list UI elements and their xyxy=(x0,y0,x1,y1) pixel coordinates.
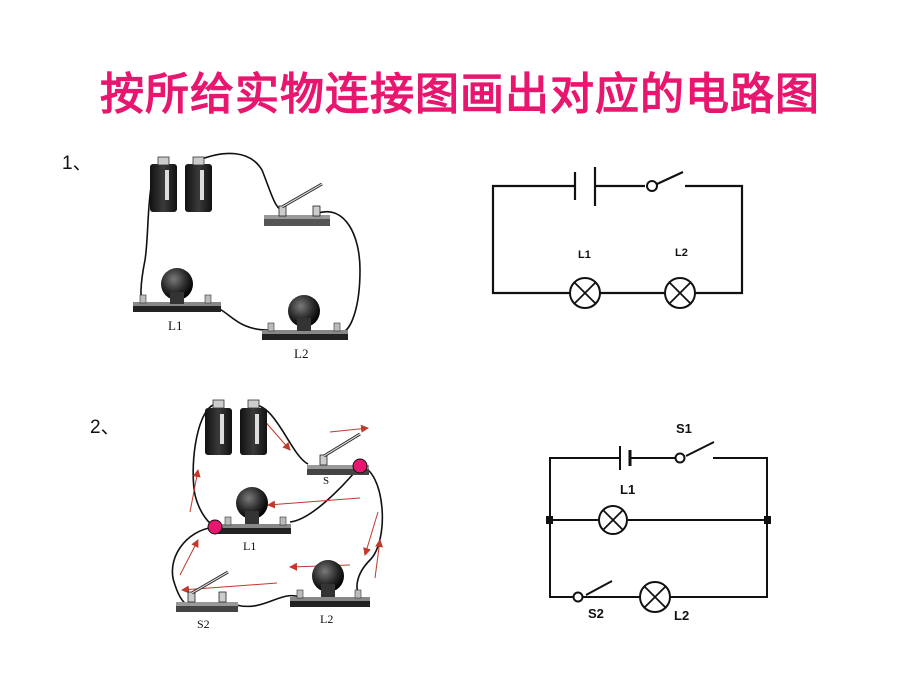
schematic-circuit-2: S1 L1 S2 L2 xyxy=(546,421,771,623)
lamp-2-schematic-2: L2 xyxy=(639,581,689,623)
switch-s1-schematic-label: S1 xyxy=(676,421,692,436)
lamp-2-physical-2: L2 xyxy=(290,560,370,626)
lamp-1-schematic: L1 xyxy=(569,249,601,309)
physical-circuit-2: S L1 S2 L2 xyxy=(171,399,384,631)
question-number-1: 1、 xyxy=(62,153,92,174)
question-number-2: 2、 xyxy=(90,417,120,438)
schematic-circuit-1: L1 L2 xyxy=(491,167,744,309)
lamp-2-physical-2-label: L2 xyxy=(320,612,333,626)
switch-s-physical: S xyxy=(307,432,369,487)
lamp-2-schematic-2-label: L2 xyxy=(674,608,689,623)
switch-1 xyxy=(264,182,330,226)
lamp-1-schematic-label: L1 xyxy=(578,249,591,261)
lamp-2-physical: L2 xyxy=(262,295,348,361)
lamp-1-physical-2-label: L1 xyxy=(243,539,256,553)
switch-s2-physical: S2 xyxy=(176,570,238,631)
physical-circuit-1: L1 L2 xyxy=(133,152,361,361)
lamp-1-label: L1 xyxy=(168,318,182,333)
lamp-1-physical: L1 xyxy=(133,268,221,333)
lamp-1-schematic-2: L1 xyxy=(598,482,635,535)
switch-s-label: S xyxy=(323,475,329,487)
switch-s2-label: S2 xyxy=(197,617,210,631)
junction-node-right xyxy=(352,458,368,474)
lamp-2-label: L2 xyxy=(294,346,308,361)
battery-pair-1 xyxy=(150,156,212,212)
lamp-2-schematic: L2 xyxy=(664,247,696,309)
page-title: 按所给实物连接图画出对应的电路图 xyxy=(100,69,820,120)
lamp-1-physical-2: L1 xyxy=(213,487,291,553)
junction-node-left xyxy=(207,519,223,535)
battery-pair-2 xyxy=(205,399,267,455)
switch-s2-schematic-label: S2 xyxy=(588,606,604,621)
lamp-2-schematic-label: L2 xyxy=(675,247,688,259)
lamp-1-schematic-2-label: L1 xyxy=(620,482,635,497)
